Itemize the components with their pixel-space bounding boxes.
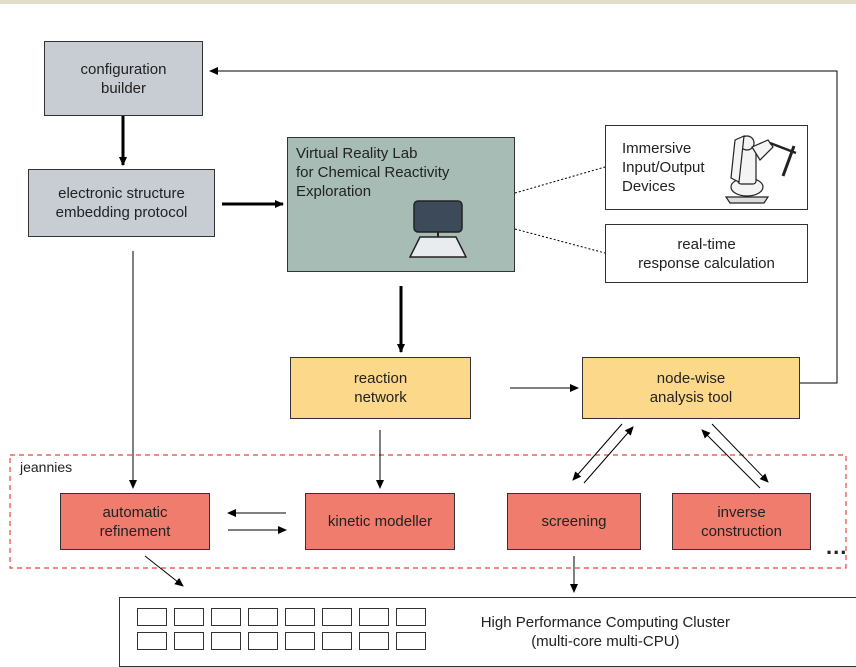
immersive-devices-box: Immersive Input/Output Devices <box>605 125 808 210</box>
cpu-cell <box>359 608 389 626</box>
cpu-cell <box>359 632 389 650</box>
arrow-inverse-to-analysis <box>701 429 761 489</box>
cpu-cell <box>322 632 352 650</box>
cpu-cell <box>174 632 204 650</box>
cpu-cell <box>285 608 315 626</box>
analysis-tool-box: node-wise analysis tool <box>582 357 800 419</box>
arrow-analysis-to-builder <box>209 67 838 384</box>
arrow-analysis-to-screening <box>572 423 623 481</box>
kinetic-modeller-box: kinetic modeller <box>305 493 455 550</box>
top-rule <box>0 0 856 4</box>
computer-icon <box>408 200 468 258</box>
cpu-cell <box>137 632 167 650</box>
automatic-refinement-label: automatic refinement <box>99 503 171 540</box>
inverse-construction-label: inverse construction <box>701 503 782 540</box>
realtime-response-label: real-time response calculation <box>638 235 775 272</box>
screening-label: screening <box>541 513 607 530</box>
immersive-devices-label: Immersive Input/Output Devices <box>622 140 705 195</box>
jeannies-label: jeannies <box>20 459 73 475</box>
jeannies-region <box>9 454 847 569</box>
arrow-analysis-to-inverse <box>711 423 769 483</box>
cpu-cell <box>396 632 426 650</box>
cpu-cell <box>211 632 241 650</box>
embedding-protocol-label: electronic structure embedding protocol <box>55 185 188 221</box>
dotted-link-immersive <box>514 166 606 194</box>
vr-lab-box: Virtual Reality Lab for Chemical Reactiv… <box>287 137 515 272</box>
arrow-refinement-to-hpc <box>144 555 184 587</box>
cpu-cell <box>248 608 278 626</box>
cpu-cell <box>211 608 241 626</box>
reaction-network-box: reaction network <box>290 357 471 419</box>
configuration-builder-box: configuration builder <box>44 41 203 116</box>
cpu-cell <box>248 632 278 650</box>
vr-lab-label: Virtual Reality Lab for Chemical Reactiv… <box>296 145 450 200</box>
reaction-network-label: reaction network <box>353 370 408 406</box>
cpu-cell <box>137 608 167 626</box>
cpu-cell <box>174 608 204 626</box>
kinetic-modeller-label: kinetic modeller <box>327 513 433 530</box>
hpc-cluster-label: High Performance Computing Cluster (mult… <box>480 614 730 650</box>
automatic-refinement-box: automatic refinement <box>60 493 210 550</box>
cpu-cell <box>322 608 352 626</box>
inverse-construction-box: inverse construction <box>672 493 811 550</box>
analysis-tool-label: node-wise analysis tool <box>649 370 733 406</box>
cpu-cell <box>396 608 426 626</box>
configuration-builder-label: configuration builder <box>80 60 167 97</box>
haptic-device-icon <box>724 135 797 204</box>
embedding-protocol-box: electronic structure embedding protocol <box>28 169 215 237</box>
ellipsis-label: ... <box>826 534 848 559</box>
screening-box: screening <box>507 493 641 550</box>
cpu-cell <box>285 632 315 650</box>
dotted-link-realtime <box>514 228 606 254</box>
realtime-response-box: real-time response calculation <box>605 224 808 283</box>
arrow-screening-to-analysis <box>583 426 634 484</box>
